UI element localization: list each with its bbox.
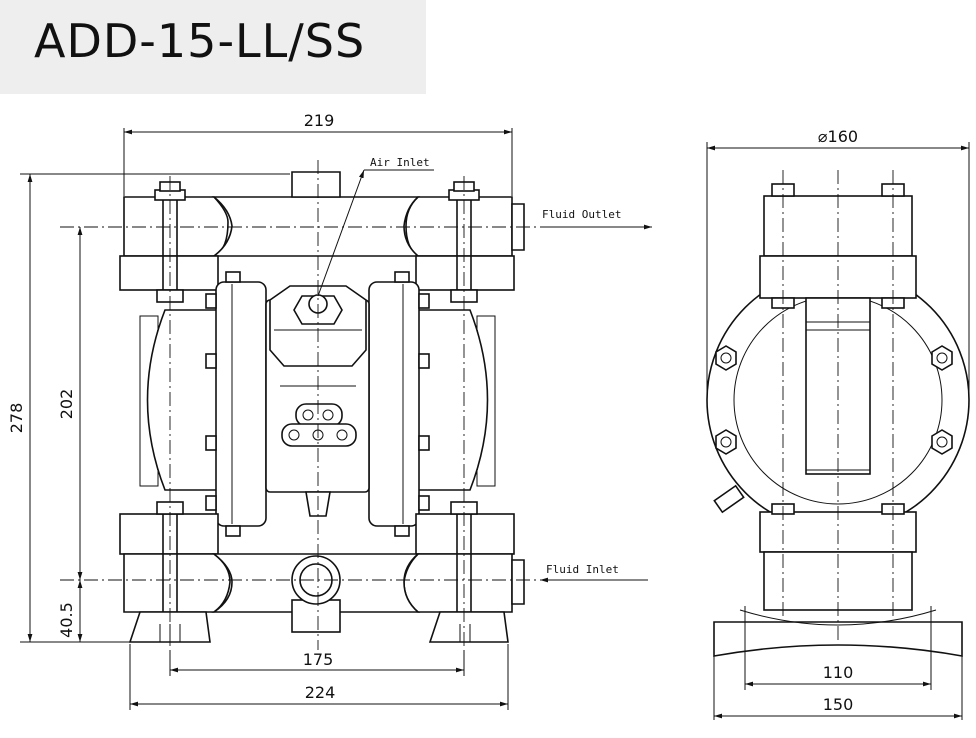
- dim-side-diameter: ⌀160: [818, 127, 858, 146]
- dim-base-width: 224: [305, 683, 336, 702]
- front-dimensions: [20, 128, 513, 710]
- dim-port-spacing: 202: [57, 389, 76, 420]
- dim-foot-spacing: 175: [303, 650, 334, 669]
- fluid-outlet-label: Fluid Outlet: [542, 208, 621, 221]
- dim-side-base-width: 150: [823, 695, 854, 714]
- fluid-inlet-label: Fluid Inlet: [546, 563, 619, 576]
- side-dimensions: [706, 142, 970, 720]
- dim-top-width: 219: [304, 111, 335, 130]
- title-panel: ADD-15-LL/SS: [0, 0, 426, 94]
- dim-overall-height: 278: [7, 403, 26, 434]
- dim-inlet-height: 40.5: [57, 602, 76, 638]
- side-view: [706, 170, 970, 657]
- model-title: ADD-15-LL/SS: [34, 14, 366, 68]
- air-inlet-label: Air Inlet: [370, 156, 430, 169]
- dim-side-foot-spacing: 110: [823, 663, 854, 682]
- front-view: [60, 160, 652, 650]
